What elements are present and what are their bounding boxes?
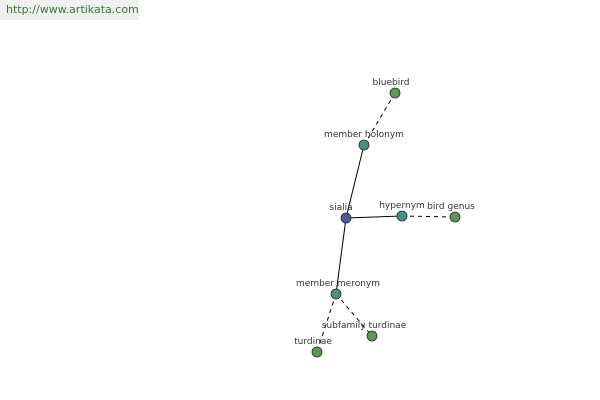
node-member-holonym[interactable] [358,139,370,151]
url-bar: http://www.artikata.com [0,0,139,20]
label-hypernym[interactable]: hypernym [379,201,425,211]
node-bird-genus[interactable] [449,211,461,223]
label-sialia[interactable]: sialia [329,203,352,213]
label-subfamily-turdinae[interactable]: subfamily turdinae [322,321,407,331]
node-turdinae[interactable] [311,346,323,358]
edge-sialia-member-meronym [335,217,347,295]
node-member-meronym[interactable] [330,288,342,300]
label-bluebird[interactable]: bluebird [373,78,410,88]
label-bird-genus[interactable]: bird genus [427,202,475,212]
node-subfamily-turdinae[interactable] [366,330,378,342]
node-hypernym[interactable] [396,210,408,222]
node-bluebird[interactable] [389,87,401,99]
edge-member-meronym-subfamily-turdinae [335,293,373,337]
label-member-meronym[interactable]: member meronym [296,279,380,289]
graph-nodes [311,87,461,358]
label-member-holonym[interactable]: member holonym [324,130,404,140]
node-sialia[interactable] [340,212,352,224]
graph-edges [316,92,456,353]
edge-member-meronym-turdinae [316,293,337,353]
label-turdinae[interactable]: turdinae [294,337,332,347]
edge-sialia-hypernym [345,215,403,219]
site-url-link[interactable]: http://www.artikata.com [6,3,139,16]
edge-member-holonym-bluebird [363,92,396,146]
edge-sialia-member-holonym [345,144,365,219]
edge-hypernym-bird-genus [401,215,456,218]
